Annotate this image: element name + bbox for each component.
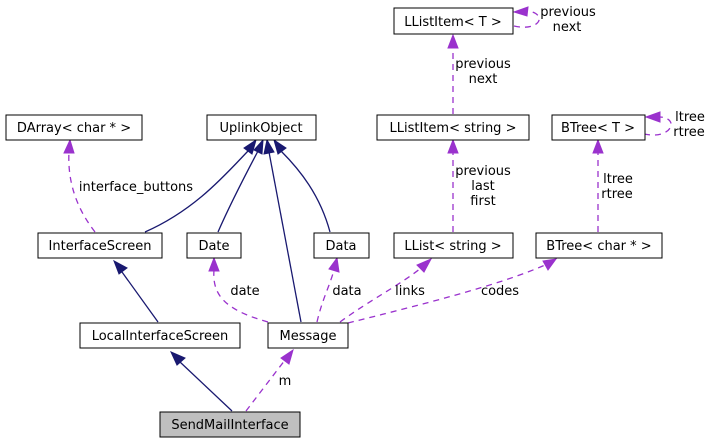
edge-date-to-message — [213, 269, 269, 323]
edge-label-btree-t-to-char-1: ltree — [603, 172, 633, 187]
edge-darray-to-interfacescreen — [68, 150, 96, 233]
svg-text:LListItem< string >: LListItem< string > — [390, 121, 517, 136]
node-btree-char[interactable]: BTree< char * > — [535, 232, 663, 259]
edge-label-llistitem-string-to-llist-3: first — [470, 194, 495, 209]
arrowhead-icon — [512, 6, 529, 17]
edge-btree-t-self — [643, 116, 672, 136]
svg-text:SendMailInterface: SendMailInterface — [171, 418, 288, 433]
edge-message-to-uplinkobject — [268, 151, 302, 323]
arrowhead-icon — [170, 351, 186, 366]
arrowhead-icon — [447, 138, 459, 154]
svg-text:Date: Date — [198, 239, 229, 254]
edge-label-llistitem-string-to-llist-2: last — [471, 179, 494, 194]
edge-label-llistitem-string-to-llist-1: previous — [455, 164, 511, 179]
edge-sendmail-to-localinterfacescreen — [179, 361, 233, 412]
edge-localinterfacescreen-to-interfacescreen — [121, 271, 159, 323]
arrowhead-icon — [243, 138, 257, 155]
svg-text:BTree< T >: BTree< T > — [561, 121, 635, 136]
svg-text:LListItem< T >: LListItem< T > — [404, 15, 502, 30]
node-interfacescreen[interactable]: InterfaceScreen — [37, 232, 163, 259]
node-sendmailinterface[interactable]: SendMailInterface — [159, 411, 301, 438]
arrowhead-icon — [280, 348, 294, 365]
inheritance-edges — [113, 138, 331, 412]
edge-label-llist-to-message: links — [395, 284, 425, 299]
node-darray[interactable]: DArray< char * > — [5, 114, 143, 141]
svg-text:InterfaceScreen: InterfaceScreen — [49, 239, 152, 254]
arrowhead-icon — [542, 258, 558, 271]
arrowhead-icon — [63, 138, 75, 154]
svg-text:LocalInterfaceScreen: LocalInterfaceScreen — [92, 329, 229, 344]
edge-label-btree-t-self-1: ltree — [675, 110, 705, 125]
node-data[interactable]: Data — [313, 232, 370, 259]
arrowhead-icon — [263, 138, 275, 155]
node-message[interactable]: Message — [267, 322, 349, 349]
arrowhead-icon — [328, 256, 340, 273]
edge-label-llistitem-t-to-string-1: previous — [455, 57, 511, 72]
edge-date-to-uplinkobject — [217, 150, 259, 233]
arrowhead-icon — [113, 259, 128, 275]
svg-text:BTree< char * >: BTree< char * > — [546, 239, 651, 254]
edge-label-llistitem-t-to-string-2: next — [469, 72, 498, 87]
arrowhead-icon — [208, 256, 220, 272]
edge-label-data-to-message: data — [332, 284, 361, 299]
edge-interfacescreen-to-uplinkobject — [144, 150, 249, 233]
edge-label-darray-to-interfacescreen: interface_buttons — [79, 180, 193, 195]
node-llistitem-string[interactable]: LListItem< string > — [376, 114, 530, 141]
arrowhead-icon — [644, 111, 661, 123]
edge-label-btree-t-self-2: rtree — [673, 125, 705, 140]
arrowhead-icon — [447, 33, 459, 49]
edge-label-date-to-message: date — [230, 284, 259, 299]
node-llist-string[interactable]: LList< string > — [393, 232, 514, 259]
svg-text:Data: Data — [325, 239, 356, 254]
edge-btree-char-to-message — [347, 264, 546, 324]
edge-llistitem-t-self — [513, 10, 540, 28]
arrowhead-icon — [416, 257, 433, 273]
edge-llist-to-message — [339, 267, 422, 323]
edge-data-to-uplinkobject — [280, 150, 331, 233]
svg-text:LList< string >: LList< string > — [404, 239, 501, 254]
edge-label-btree-char-to-message: codes — [481, 284, 519, 299]
edge-data-to-message — [316, 269, 335, 323]
node-uplinkobject[interactable]: UplinkObject — [206, 114, 317, 141]
edge-label-llistitem-t-self-1: previous — [540, 5, 596, 20]
member-edges — [63, 6, 672, 412]
edge-label-btree-t-to-char-2: rtree — [601, 187, 633, 202]
svg-text:Message: Message — [280, 329, 337, 344]
edge-label-llistitem-t-self-2: next — [553, 20, 582, 35]
svg-text:DArray< char * >: DArray< char * > — [17, 121, 131, 136]
edge-label-message-to-sendmail: m — [279, 374, 292, 389]
node-btree-t[interactable]: BTree< T > — [551, 114, 646, 141]
node-llistitem-t[interactable]: LListItem< T > — [393, 7, 514, 35]
arrowhead-icon — [592, 138, 604, 154]
node-localinterfacescreen[interactable]: LocalInterfaceScreen — [79, 322, 241, 349]
arrowhead-icon — [253, 138, 264, 155]
svg-text:UplinkObject: UplinkObject — [219, 121, 302, 136]
node-date[interactable]: Date — [186, 232, 242, 259]
edge-labels: previous next previous next previous las… — [79, 5, 705, 389]
arrowhead-icon — [273, 138, 287, 155]
